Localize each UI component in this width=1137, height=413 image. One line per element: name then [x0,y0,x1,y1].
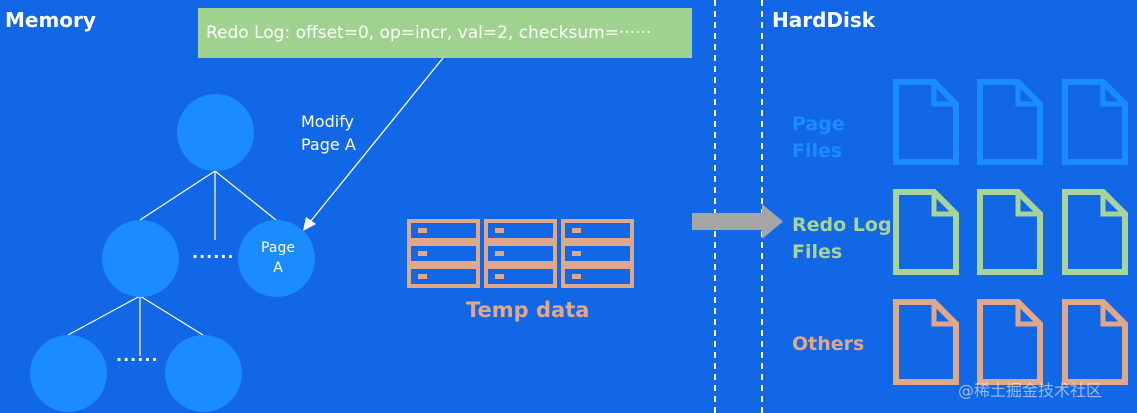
others-label: Others [792,331,902,358]
file-icon [977,299,1043,385]
memory-title: Memory [5,8,96,32]
rack-slot [407,219,480,242]
modify-arrow [303,57,444,231]
disk-files [893,79,1128,385]
tree-ellipsis-bottom: ······ [116,350,159,369]
rack-slot [484,265,557,288]
rack-slot [484,219,557,242]
server-rack-1 [407,219,480,288]
tree-edges [67,170,277,356]
rack-slot-led [418,228,427,233]
file-icon [1062,299,1128,385]
disk-group-1-label-line-2: Files [792,140,843,162]
rack-slot [407,265,480,288]
tree-node-page-a [238,220,315,297]
rack-slot-led [495,274,504,279]
rack-slot [561,265,634,288]
flush-arrow-icon [692,204,783,239]
file-icon [893,79,959,165]
edge-root-page [214,170,277,221]
file-icon [893,189,959,275]
file-icon [1062,189,1128,275]
tree-node-leaf-right [165,335,242,412]
tree-node-leaf-left [30,335,107,412]
rack-slot-led [572,274,581,279]
file-icon [893,299,959,385]
rack-slot-led [572,251,581,256]
edge-root-left [139,170,216,221]
modify-label-line-2: Page A [301,135,356,154]
page-a-line-2: A [273,260,283,276]
disk-group-2-label-line-1: Redo Log [792,214,892,236]
rack-slot [561,219,634,242]
file-icon [977,79,1043,165]
tree-node-left [102,220,179,297]
rack-slot-led [495,228,504,233]
rack-slot-led [495,251,504,256]
rack-slot [561,242,634,265]
rack-slot [407,242,480,265]
disk-group-1-label-line-1: Page [792,113,845,135]
edge-left-ll [67,295,141,336]
edge-left-lr [139,295,204,336]
server-rack-3 [561,219,634,288]
modify-label-line-1: Modify [301,112,355,131]
server-rack-2 [484,219,557,288]
rack-slot-led [418,251,427,256]
rack-slot-led [572,228,581,233]
file-icon [1062,79,1128,165]
tree-root-node [177,94,254,171]
redo-log-record: Redo Log: offset=0, op=incr, val=2, chec… [198,8,692,58]
tree-ellipsis-top: ······ [192,247,235,266]
harddisk-title: HardDisk [772,8,876,32]
disk-group-3-label-line-1: Others [792,333,865,355]
rack-slot-led [418,274,427,279]
watermark-text: @稀土掘金技术社区 [958,381,1103,400]
server-rack-icon [407,219,634,288]
rack-slot [484,242,557,265]
disk-group-2-label-line-2: Files [792,241,843,263]
page-a-line-1: Page [261,240,295,256]
file-icon [977,189,1043,275]
temp-data-label: Temp data [466,298,590,322]
